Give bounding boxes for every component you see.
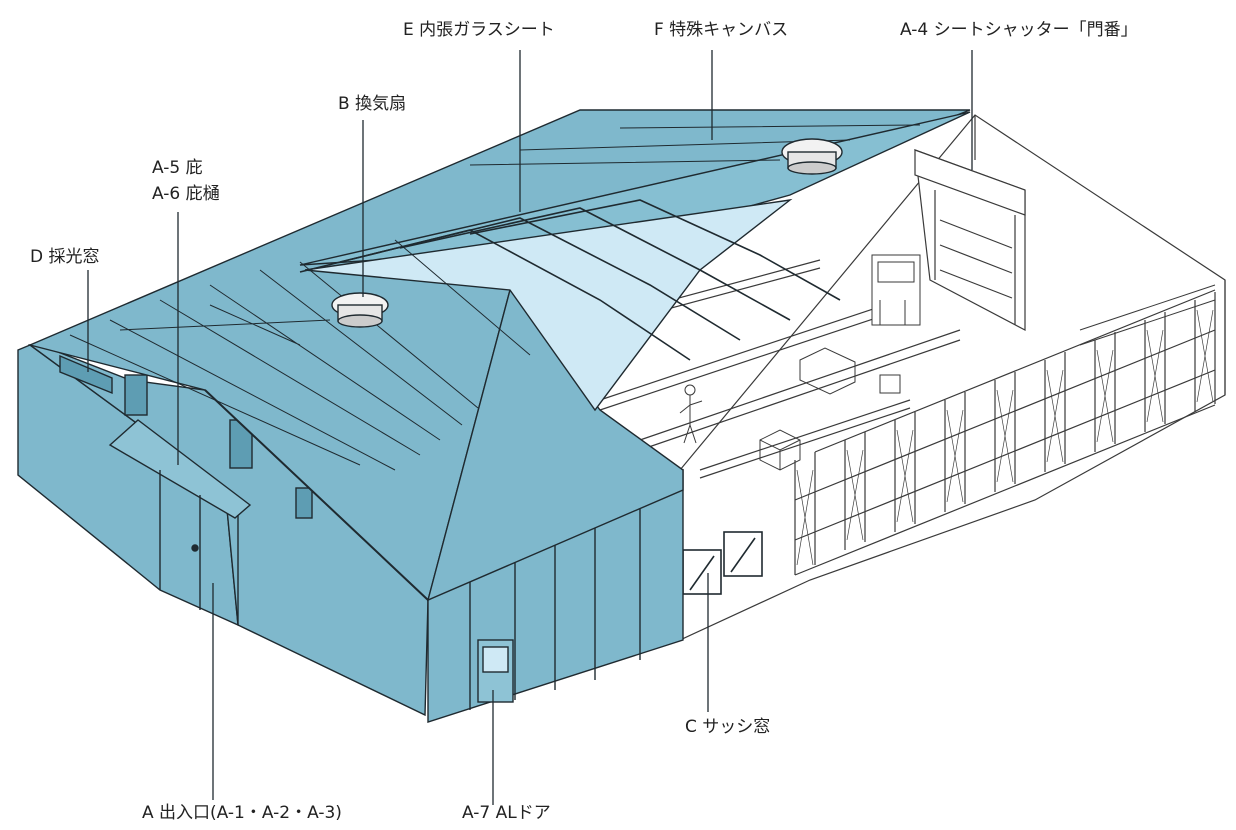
label-inner-glass-sheet: E 内張ガラスシート bbox=[403, 20, 555, 40]
roof bbox=[27, 109, 971, 602]
canopy bbox=[108, 419, 252, 519]
ventilator-back bbox=[781, 138, 843, 175]
label-entrance: A 出入口(A-1・A-2・A-3) bbox=[142, 803, 342, 823]
label-al-door: A-7 ALドア bbox=[462, 803, 551, 823]
label-canopy-gutter: A-6 庇樋 bbox=[152, 184, 220, 204]
left-building bbox=[17, 344, 429, 717]
entrance-doors bbox=[159, 470, 239, 625]
wall-vent-3 bbox=[295, 487, 313, 519]
door-handle bbox=[191, 544, 199, 552]
inner-glass-sheet bbox=[304, 198, 793, 412]
ridge-line bbox=[204, 389, 429, 601]
back-rack bbox=[1079, 284, 1216, 346]
label-skylight: D 採光窓 bbox=[30, 247, 100, 267]
al-door-window bbox=[482, 646, 509, 673]
label-sheet-shutter: A-4 シートシャッター「門番」 bbox=[900, 20, 1138, 40]
label-ventilator: B 換気扇 bbox=[338, 94, 407, 114]
roof-trusses bbox=[299, 199, 841, 361]
roof-front-slope bbox=[426, 288, 684, 602]
ventilator-front bbox=[331, 292, 389, 328]
interior-structure bbox=[545, 114, 1226, 641]
wall-vent-1 bbox=[124, 374, 148, 416]
machine bbox=[871, 254, 921, 326]
storage-racks bbox=[794, 289, 1216, 576]
leader-lines bbox=[87, 50, 973, 805]
sheet-shutter bbox=[914, 149, 1026, 331]
boxes bbox=[759, 347, 901, 471]
label-canopy: A-5 庇 bbox=[152, 158, 203, 178]
label-sash-window: C サッシ窓 bbox=[685, 717, 771, 737]
skylight-window bbox=[59, 354, 113, 395]
label-special-canvas: F 特殊キャンバス bbox=[654, 20, 789, 40]
front-wall bbox=[427, 468, 684, 723]
right-wall-outline bbox=[679, 114, 1226, 641]
